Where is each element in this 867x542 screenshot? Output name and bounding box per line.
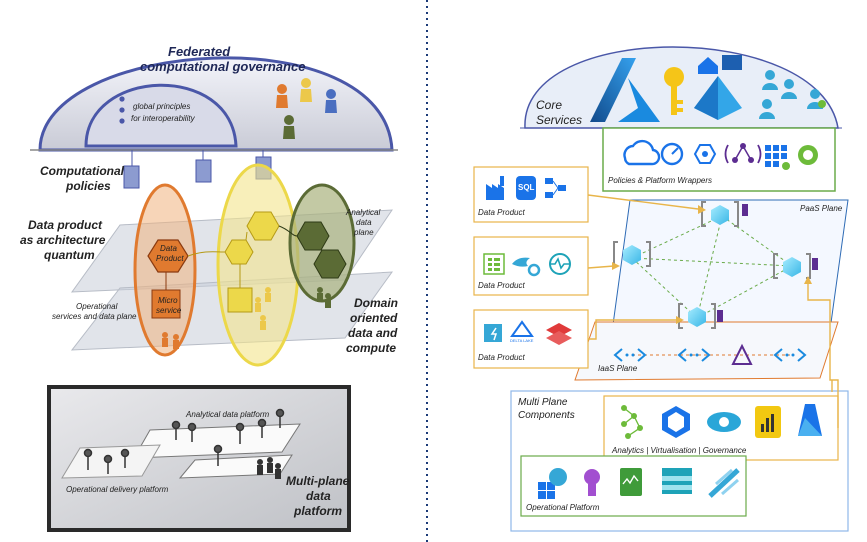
operational-platform-right-label: Operational Platform [526, 503, 600, 512]
data-product-quantum-1: Data product [28, 218, 103, 232]
stream-gear-icon [512, 257, 541, 277]
key-icon [664, 67, 684, 115]
domain-oriented-2: oriented [350, 311, 398, 325]
data-product-quantum-3: quantum [44, 248, 95, 262]
azure-logo-icon [590, 58, 660, 122]
data-product-box-label-1: Data [160, 244, 177, 253]
operational-services-1: Operational [76, 302, 118, 311]
speedometer-icon [660, 142, 684, 166]
delta-lake-icon [510, 320, 534, 337]
monitor-wave-icon [549, 253, 571, 275]
data-product-label-1: Data Product [478, 208, 525, 217]
yellow-oval [216, 163, 300, 367]
table-icon [662, 468, 692, 494]
storage-lightning-icon [484, 324, 502, 342]
data-product-label-3: Data Product [478, 353, 525, 362]
micro-service-label-2: service [156, 306, 182, 315]
governance-title-2: computational governance [140, 59, 306, 74]
cloud-policy-icon [623, 139, 661, 166]
sql-text: SQL [518, 183, 535, 192]
data-product-label-2: Data Product [478, 281, 525, 290]
iaas-plane-label: IaaS Plane [598, 364, 638, 373]
micro-service-label-1: Micro [158, 296, 178, 305]
databricks-icon [546, 323, 572, 345]
computational-policies-1: Computational [40, 164, 124, 178]
platform-pins-icon [83, 408, 285, 474]
governance-people-icon [276, 78, 337, 139]
purview-icon [707, 412, 741, 432]
factory-icon [486, 176, 504, 200]
home-icon [698, 57, 718, 74]
multiplane-label-2: data [306, 489, 331, 503]
global-principles-1: global principles [133, 102, 191, 111]
stream-analytics-icon [708, 468, 740, 498]
endpoint-icon [613, 348, 807, 362]
data-product-hexagon [147, 239, 189, 273]
data-product-box-label-2: Product [156, 254, 184, 263]
flow-icon [545, 178, 566, 198]
analytical-plane-2: data [356, 218, 372, 227]
analytical-plane-1: Analytical [346, 208, 381, 217]
domain-oriented-3: data and [348, 326, 398, 340]
core-services-2: Services [536, 113, 583, 127]
deploy-icon [620, 468, 642, 496]
domain-oriented-4: compute [346, 341, 397, 355]
domain-people-icon [162, 287, 331, 349]
sql-database-icon [516, 176, 536, 200]
bulb-icon [584, 469, 600, 496]
analytical-plane-3: plane [354, 228, 374, 237]
policies-wrappers-label: Policies & Platform Wrappers [608, 176, 713, 185]
core-services-1: Core [536, 98, 563, 112]
analytics-caption: Analytics | Virtualisation | Governance [612, 446, 747, 455]
data-product-quantum-2: as architecture [20, 233, 106, 247]
ml-icon [798, 404, 822, 436]
analytical-platform-label: Analytical data platform [186, 410, 270, 419]
multi-plane-1: Multi Plane [518, 397, 568, 408]
hexagon-settings-icon [693, 144, 717, 164]
grid-icon [765, 145, 787, 167]
delta-lake-text: DELTA LAKE [510, 338, 534, 343]
multiplane-label-1: Multi-plane [286, 474, 350, 488]
policies-box [602, 127, 836, 192]
multi-plane-2: Components [518, 410, 575, 421]
event-hub-icon [483, 253, 505, 275]
policy-icons [623, 139, 818, 170]
operational-platform-label: Operational delivery platform [66, 485, 169, 494]
governance-title-1: Federated [168, 44, 231, 59]
cube-icon [613, 201, 818, 329]
workbook-icon [538, 468, 567, 499]
triangle-node-icon [731, 343, 753, 365]
operational-services-2: services and data plane [52, 312, 137, 321]
paas-plane-label: PaaS Plane [800, 204, 843, 213]
domain-oriented-1: Domain [354, 296, 399, 310]
multiplane-label-3: platform [294, 504, 342, 518]
computational-policies-2: policies [66, 179, 111, 193]
users-icon [759, 70, 826, 119]
global-principles-2: for interoperability [131, 114, 195, 123]
powerbi-icon [755, 406, 781, 438]
monitor-icon [722, 55, 742, 70]
